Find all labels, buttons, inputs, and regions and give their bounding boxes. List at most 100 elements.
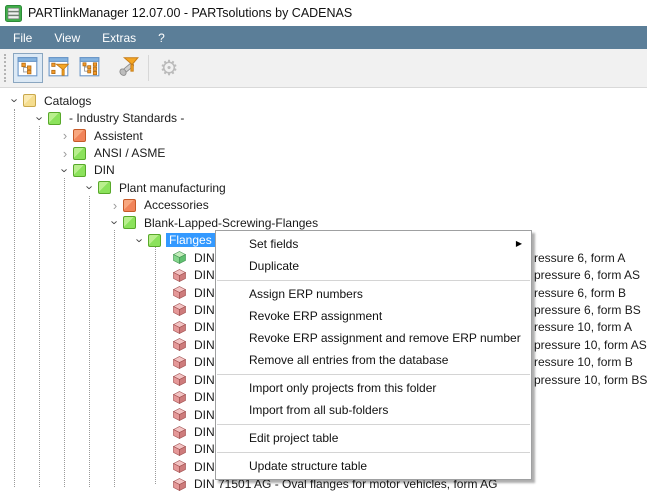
window-filter-icon (48, 56, 70, 81)
filter-tool-button[interactable] (112, 53, 142, 83)
tree-item-label: Assistent (94, 128, 143, 143)
tree-item-fragment: pressure 6, form AS (534, 268, 641, 283)
tree-item-plant-manufacturing[interactable]: › Plant manufacturing (0, 179, 647, 196)
menu-item-remove-all-entries-from-the-database[interactable]: Remove all entries from the database (249, 353, 449, 367)
expander-icon[interactable]: › (62, 145, 68, 161)
expander-icon[interactable]: › (7, 98, 23, 103)
tree-item-label: DIN (194, 407, 215, 422)
tree-item-ansi-asme[interactable]: ›ANSI / ASME (0, 144, 647, 161)
menu-item-set-fields[interactable]: Set fields▶ (216, 233, 531, 255)
tree-item-blank-lapped-screwing-flanges[interactable]: › Blank-Lapped-Screwing-Flanges (0, 214, 647, 231)
tree-connector (14, 109, 15, 487)
catalog-structure-button[interactable] (13, 53, 43, 83)
menu-item-update-structure-table[interactable]: Update structure table (249, 459, 368, 473)
menu-item-assign-erp-numbers[interactable]: Assign ERP numbers (249, 287, 363, 301)
structure-list-button[interactable] (75, 53, 105, 83)
expander-icon[interactable]: › (32, 115, 48, 121)
folder-green-icon (98, 181, 111, 195)
folder-yellow-icon (23, 94, 36, 108)
tree-item-fragment: ressure 10, form A (534, 320, 633, 335)
menubar-item-view[interactable]: View (54, 30, 81, 45)
window-title: PARTlinkManager 12.07.00 - PARTsolutions… (28, 6, 353, 20)
tree-item-label: Blank-Lapped-Screwing-Flanges (144, 215, 319, 230)
tree-item-din[interactable]: DIN (0, 406, 647, 423)
tree-item-din[interactable]: DIN ressure 10, form A (0, 319, 647, 336)
menu-separator (217, 280, 530, 281)
menu-item-import-only-projects-from-this-folder[interactable]: Import only projects from this folder (249, 381, 437, 395)
expander-icon[interactable]: › (132, 238, 148, 243)
cube-red-icon (172, 408, 187, 422)
menu-separator (217, 424, 530, 425)
tree-item-din[interactable]: DIN (0, 458, 647, 475)
tree-item-assistent[interactable]: › Assistent (0, 127, 647, 144)
expander-icon[interactable]: › (112, 197, 118, 213)
tree-item-din[interactable]: DIN ressure 6, form B (0, 284, 647, 301)
menu-bar: File View Extras? (0, 26, 647, 49)
tree-item-label: Flanges (166, 233, 215, 248)
tree-item-accessories[interactable]: ›Accessories (0, 197, 647, 214)
tree-item-label: DIN (194, 250, 215, 265)
tree-item-din[interactable]: DIN pressure 6, form AS (0, 266, 647, 283)
tree-connector (89, 196, 90, 487)
expander-icon[interactable]: › (82, 185, 98, 191)
tree-item-din[interactable]: DIN ressure 10, form B (0, 354, 647, 371)
tree-item-industry-standards[interactable]: ›- Industry Standards - (0, 109, 647, 126)
tree-item-label: DIN (194, 355, 215, 370)
menu-item-revoke-erp-assignment[interactable]: Revoke ERP assignment (249, 309, 383, 323)
tree-item-flanges[interactable]: › Flanges (0, 232, 647, 249)
folder-green-icon (123, 216, 136, 230)
expander-icon[interactable]: › (62, 128, 68, 144)
expander-icon[interactable]: › (107, 220, 123, 225)
folder-green-icon (148, 233, 161, 247)
menubar-item-file[interactable]: File (13, 30, 33, 45)
toolbar: ⚙ (0, 49, 647, 88)
menu-item-duplicate[interactable]: Duplicate (249, 259, 300, 273)
folder-orange-icon (73, 129, 86, 143)
tree-item-fragment: pressure 10, form AS (534, 337, 647, 352)
tree-connector (114, 230, 115, 487)
tree-item-label: DIN (194, 268, 215, 283)
folder-orange-icon (123, 198, 136, 212)
tree-item-fragment: ressure 10, form B (534, 355, 633, 370)
menu-item-revoke-erp-assignment-and-remove-erp-number[interactable]: Revoke ERP assignment and remove ERP num… (249, 331, 521, 345)
tree-item-din[interactable]: › DIN (0, 162, 647, 179)
tree-item-din-71501-ag-oval-flanges-for-motor-vehicles-form-ag[interactable]: DIN 71501 AG - Oval flanges for motor ve… (0, 476, 647, 493)
tree-connector (155, 247, 156, 484)
cube-green-icon (172, 251, 187, 265)
tree-connector (64, 178, 65, 487)
submenu-arrow-icon: ▶ (515, 239, 522, 248)
tree-item-label: Plant manufacturing (119, 180, 226, 195)
menu-item-edit-project-table[interactable]: Edit project table (249, 431, 339, 445)
tree-item-label: DIN (194, 320, 215, 335)
tree-item-label: DIN (94, 163, 115, 178)
tree-item-label: DIN (194, 285, 215, 300)
window-list-icon (79, 56, 101, 81)
tree-item-din[interactable]: DIN (0, 423, 647, 440)
menu-item-import-from-all-sub-folders[interactable]: Import from all sub-folders (249, 403, 389, 417)
tree-item-fragment: pressure 10, form BS (534, 372, 647, 387)
menubar-item-item[interactable]: ? (158, 30, 165, 45)
tree-item-din[interactable]: DIN (0, 441, 647, 458)
window-tree-icon (17, 56, 39, 81)
filtered-structure-button[interactable] (44, 53, 74, 83)
cube-red-icon (172, 425, 187, 439)
toolbar-gripper[interactable] (4, 54, 9, 82)
settings-button[interactable]: ⚙ (154, 53, 184, 83)
tree-item-din[interactable]: DIN (0, 388, 647, 405)
tree-connector (39, 126, 40, 487)
database-icon (5, 4, 22, 22)
tree-item-fragment: ressure 6, form B (534, 285, 627, 300)
menu-separator (217, 452, 530, 453)
tree-item-catalogs[interactable]: ›Catalogs (0, 92, 647, 109)
tree-item-label: DIN 71501 AG - Oval flanges for motor ve… (194, 477, 498, 492)
expander-icon[interactable]: › (57, 168, 73, 173)
menubar-item-extras[interactable]: Extras (102, 30, 137, 45)
cube-red-icon (172, 460, 187, 474)
cube-red-icon (172, 390, 187, 404)
cube-red-icon (172, 443, 187, 456)
